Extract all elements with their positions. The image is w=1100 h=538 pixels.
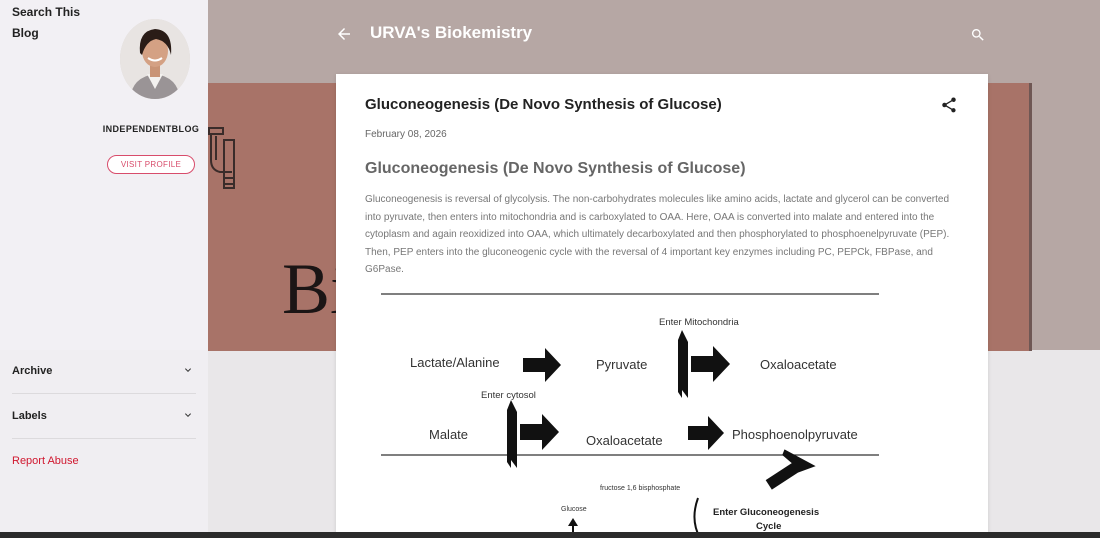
- label-phosphoenolpyruvate: Phosphoenolpyruvate: [732, 427, 858, 442]
- diagram-graphics: [381, 293, 879, 538]
- label-enter-mitochondria: Enter Mitochondria: [659, 317, 739, 328]
- post-card: Gluconeogenesis (De Novo Synthesis of Gl…: [336, 74, 988, 538]
- post-title: Gluconeogenesis (De Novo Synthesis of Gl…: [365, 96, 722, 113]
- report-abuse-link[interactable]: Report Abuse: [12, 455, 79, 467]
- labels-label: Labels: [12, 410, 47, 422]
- label-oxaloacetate-mito: Oxaloacetate: [760, 357, 837, 372]
- site-title[interactable]: URVA's Biokemistry: [370, 23, 533, 42]
- label-oxaloacetate-cyto: Oxaloacetate: [586, 433, 663, 448]
- search-blog-title: Search This Blog: [12, 5, 81, 40]
- post-body-paragraph: Gluconeogenesis is reversal of glycolysi…: [365, 194, 950, 275]
- profile-name: INDEPENDENTBLOG: [102, 124, 200, 134]
- label-pyruvate: Pyruvate: [596, 357, 648, 372]
- labels-section[interactable]: Labels: [12, 395, 196, 439]
- sidebar: Search This Blog INDEPENDENTBLOG VISIT P…: [0, 0, 208, 532]
- flask-illustration: [208, 127, 235, 189]
- chevron-down-icon[interactable]: [182, 364, 194, 376]
- archive-section[interactable]: Archive: [12, 350, 196, 394]
- gluconeogenesis-diagram: Enter Mitochondria Lactate/Alanine Pyruv…: [380, 292, 885, 538]
- label-malate: Malate: [429, 427, 469, 442]
- label-glucose: Glucose: [561, 506, 587, 513]
- label-enter-gluconeogenesis: Enter Gluconeogenesis: [713, 507, 820, 518]
- label-cycle: Cycle: [756, 521, 782, 532]
- bottom-edge: [0, 532, 1100, 538]
- label-lactate-alanine: Lactate/Alanine: [410, 355, 500, 370]
- chevron-down-icon[interactable]: [182, 409, 194, 421]
- archive-label: Archive: [12, 365, 53, 377]
- share-icon[interactable]: [940, 96, 958, 114]
- visit-profile-button[interactable]: VISIT PROFILE: [107, 155, 195, 174]
- search-icon[interactable]: [970, 27, 986, 43]
- post-date: February 08, 2026: [365, 129, 447, 140]
- back-arrow-icon[interactable]: [335, 25, 353, 43]
- label-fructose-bisphosphate: fructose 1,6 bisphosphate: [600, 485, 681, 492]
- label-enter-cytosol: Enter cytosol: [481, 390, 536, 401]
- post-heading: Gluconeogenesis (De Novo Synthesis of Gl…: [365, 160, 746, 177]
- profile-panel: Search This Blog INDEPENDENTBLOG VISIT P…: [0, 0, 208, 350]
- avatar[interactable]: [120, 19, 190, 99]
